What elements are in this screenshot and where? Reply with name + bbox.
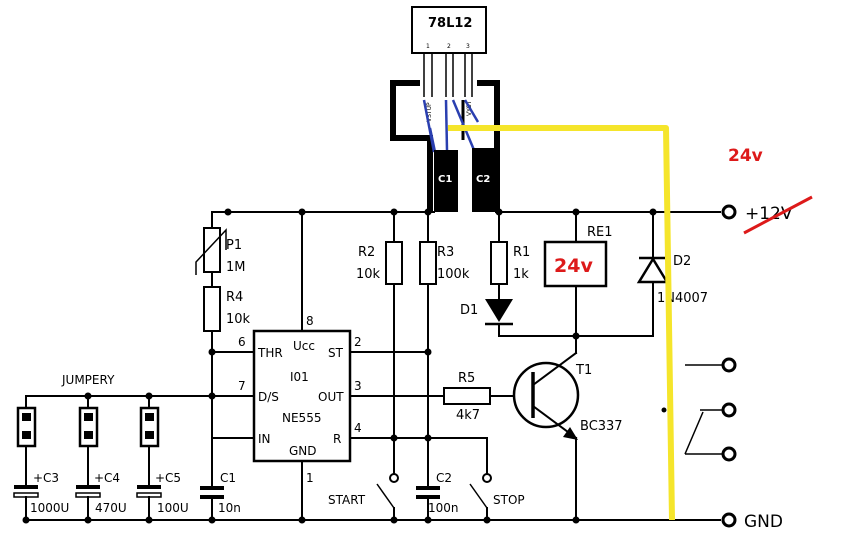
ic-out: OUT (318, 390, 344, 404)
supply-rail: +12V 24v (211, 146, 813, 235)
ic-r: R (333, 432, 341, 446)
gnd-terminal-label: GND (744, 512, 783, 532)
strike-mark (743, 195, 813, 235)
junctions (22, 208, 657, 524)
regulator-wiring (390, 80, 500, 212)
relay-contacts (661, 357, 737, 462)
r5-value: 4k7 (456, 408, 480, 423)
c1-label: C1 (220, 471, 236, 485)
contact-terminal-1[interactable] (721, 357, 737, 373)
added-capacitors: C1 C2 (434, 148, 496, 212)
d2-value: 1N4007 (657, 291, 708, 306)
c2-value: 100n (428, 501, 459, 515)
d2-label: D2 (673, 254, 691, 269)
ic-pin2: 2 (354, 335, 362, 349)
resistor-r3: R3 100k (419, 211, 470, 487)
ic-pin4: 4 (354, 421, 362, 435)
r2-value: 10k (356, 267, 381, 282)
yellow-supply-wire (448, 125, 675, 521)
jumpery-label: JUMPERY (61, 373, 115, 387)
ic-ne555: Ucc THR D/S IN ST OUT R GND I01 NE555 8 … (25, 211, 445, 521)
d1-label: D1 (460, 303, 478, 318)
t1-label: T1 (575, 363, 592, 378)
t1-value: BC337 (580, 419, 623, 434)
ic-pin3: 3 (354, 379, 362, 393)
regulator-78l12: 78L12 1 2 3 VSTUP VYST (411, 6, 487, 122)
c2-label: C2 (436, 471, 452, 485)
r3-value: 100k (437, 267, 470, 282)
ic-name2: NE555 (282, 411, 321, 425)
ground-rail: GND (25, 512, 783, 532)
ic-ucc: Ucc (293, 339, 315, 353)
regulator-label: 78L12 (428, 16, 472, 31)
resistor-r4: R4 10k (203, 286, 251, 397)
c5-value: 100U (157, 501, 189, 515)
relay-voltage-label: 24v (554, 255, 593, 277)
r4-value: 10k (226, 312, 251, 327)
r1-value: 1k (513, 267, 529, 282)
regulator-pin1: 1 (426, 43, 430, 50)
ic-in: IN (258, 432, 271, 446)
ic-pin1: 1 (306, 471, 314, 485)
regulator-pin2: 2 (447, 43, 451, 50)
ic-gnd: GND (289, 444, 317, 458)
ic-name1: I01 (290, 370, 309, 384)
c5-label: +C5 (155, 471, 181, 485)
re1-label: RE1 (587, 225, 613, 240)
capacitor-c2-block (472, 148, 496, 212)
r3-label: R3 (437, 245, 454, 260)
p1-value: 1M (226, 260, 246, 275)
stop-label: STOP (493, 493, 525, 507)
gnd-terminal[interactable] (721, 512, 737, 528)
potentiometer-p1: P1 1M (195, 211, 246, 288)
contact-terminal-3[interactable] (721, 446, 737, 462)
contact-terminal-2[interactable] (721, 402, 737, 418)
cap-c2-label: C2 (476, 174, 490, 185)
plus-terminal[interactable] (721, 204, 737, 220)
resistor-r2: R2 10k (356, 211, 403, 475)
cap-c1-label: C1 (438, 174, 452, 185)
ic-st: ST (328, 346, 344, 360)
relay-re1: RE1 24v (543, 211, 613, 354)
resistor-r1: R1 1k (490, 211, 530, 299)
plus-terminal-label: +12V (745, 204, 793, 224)
voltage-label: 24v (728, 146, 763, 166)
start-switch[interactable]: START (328, 473, 399, 521)
ic-pin7: 7 (238, 379, 246, 393)
r5-label: R5 (458, 371, 475, 386)
c4-value: 470U (95, 501, 127, 515)
c4-label: +C4 (94, 471, 120, 485)
transistor-t1: T1 BC337 (512, 351, 623, 521)
p1-label: P1 (226, 238, 242, 253)
r1-label: R1 (513, 245, 530, 260)
capacitor-c1: C1 10n (200, 437, 241, 521)
start-label: START (328, 493, 366, 507)
r4-label: R4 (226, 290, 243, 305)
r2-label: R2 (358, 245, 375, 260)
capacitor-c2: C2 100n (416, 471, 459, 521)
jumper-section: JUMPERY +C3 +C4 +C5 1000U 470U 100U (13, 373, 189, 521)
ic-pin8: 8 (306, 314, 314, 328)
ic-ds: D/S (258, 390, 279, 404)
regulator-pin-input: VSTUP (426, 102, 433, 122)
c3-label: +C3 (33, 471, 59, 485)
c3-value: 1000U (30, 501, 69, 515)
c1-value: 10n (218, 501, 241, 515)
regulator-pin3: 3 (466, 43, 470, 50)
diode-d1: D1 (460, 299, 577, 337)
ic-thr: THR (257, 346, 283, 360)
ic-pin6: 6 (238, 335, 246, 349)
capacitor-c1-block (434, 150, 458, 212)
